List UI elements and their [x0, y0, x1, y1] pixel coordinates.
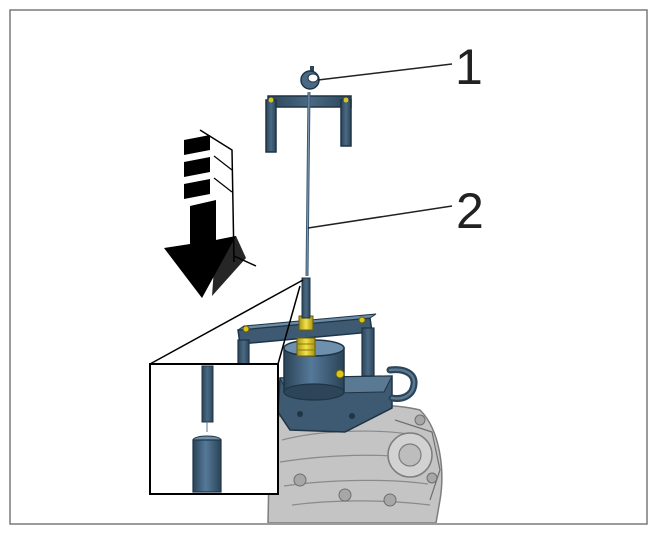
down-arrow-icon — [164, 129, 257, 298]
callout-1-label: 1 — [455, 39, 483, 95]
brass-nuts — [296, 315, 316, 357]
lower-rod — [301, 277, 311, 319]
figure-border — [9, 9, 648, 525]
hook — [300, 66, 320, 90]
detail-zoom-inset — [149, 279, 304, 495]
callout-2: 2 — [307, 183, 484, 239]
lower-crossbar — [237, 313, 377, 379]
gearbox-housing — [267, 404, 443, 523]
callout-1: 1 — [317, 39, 483, 95]
callout-2-label: 2 — [456, 183, 484, 239]
inset-rod-detail — [192, 365, 222, 493]
